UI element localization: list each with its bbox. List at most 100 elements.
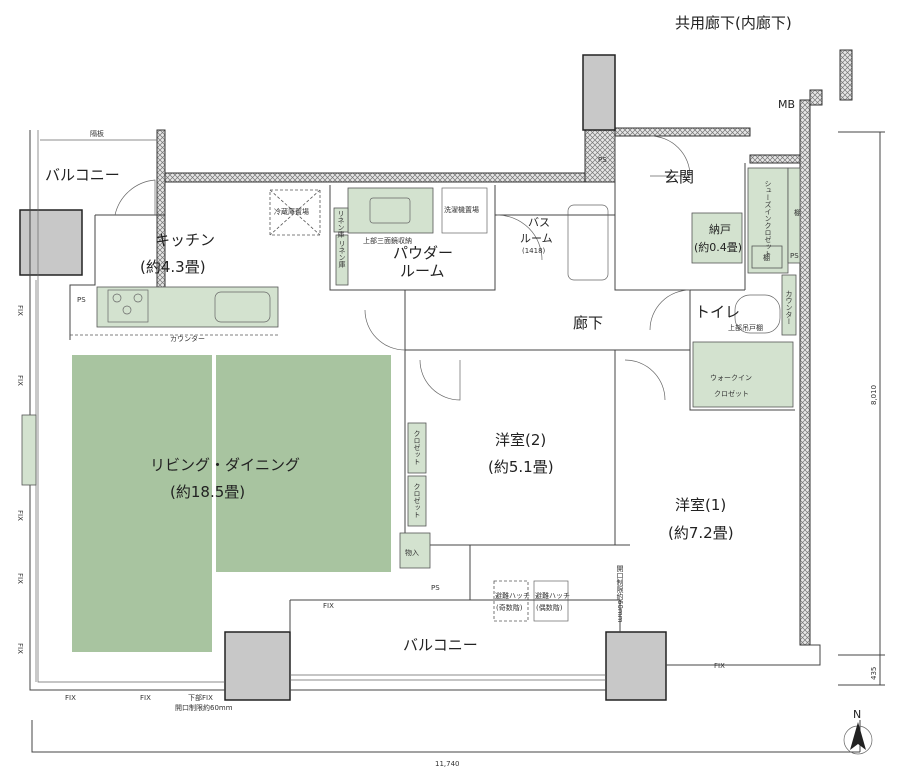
kitchen-counter <box>96 286 279 328</box>
bathtub-icon <box>567 204 609 281</box>
upper-cabinet-label: 上部吊戸棚 <box>728 323 763 332</box>
washer-label: 洗濯機置場 <box>444 205 479 214</box>
western2-size: (約5.1畳) <box>488 458 554 476</box>
column-bottom-right <box>605 631 667 701</box>
toilet-label: トイレ <box>695 303 740 321</box>
door-entrance <box>649 135 691 177</box>
outline-left-bottom <box>29 130 606 691</box>
partition-label: 隔板 <box>90 129 104 138</box>
linen-label-2: リネン庫 <box>338 240 346 269</box>
stove-icon <box>107 289 149 323</box>
hatch-odd-sub: (奇数階) <box>496 603 523 612</box>
fridge-label: 冷蔵庫置場 <box>274 207 309 216</box>
hatch-even <box>533 580 569 622</box>
storage-size: (約0.4畳) <box>694 240 742 254</box>
fix-lower-label: 下部FIX <box>188 693 213 702</box>
western2-label: 洋室(2) <box>495 431 546 449</box>
hatch-odd <box>493 580 529 622</box>
closet-2 <box>407 475 427 527</box>
opening-limit-label: 開口制限約60mm <box>616 565 624 623</box>
burner-icon <box>112 293 122 303</box>
walkin-label: ウォークイン <box>710 374 752 382</box>
toilet-counter <box>781 274 797 336</box>
fix-label-left-1: FIX <box>16 305 24 316</box>
storage-closet <box>691 212 743 264</box>
living-label: リビング・ダイニング <box>150 456 300 474</box>
shoe-shelf-small <box>751 245 783 269</box>
bath-size: (1418) <box>522 247 546 255</box>
western1-size: (約7.2畳) <box>668 524 734 542</box>
walkin-closet <box>692 341 794 408</box>
fix-label-left-2: FIX <box>16 375 24 386</box>
fix-label-left-5: FIX <box>16 643 24 654</box>
ps-label: PS <box>77 296 86 304</box>
closet-label-2: クロゼット <box>413 483 421 518</box>
door-western1 <box>624 359 666 401</box>
fix-label-left-4: FIX <box>16 573 24 584</box>
wall-top-mid <box>584 127 616 183</box>
kitchen-wall <box>69 214 165 340</box>
powder-label: パウダー <box>393 244 453 262</box>
fix-label-balcony: FIX <box>323 602 334 610</box>
linen-closet-2 <box>335 234 349 286</box>
storage-room <box>399 532 431 569</box>
hatch-odd-label: 避難ハッチ <box>495 591 530 600</box>
door-balcony <box>114 179 156 216</box>
dimension-width-label: 11,740 <box>435 760 460 768</box>
powder-label-2: ルーム <box>400 262 445 280</box>
bath-label: バス <box>528 216 550 229</box>
wall-top <box>164 172 586 183</box>
wall-mb-right <box>809 89 823 106</box>
balcony-small-label: バルコニー <box>45 166 120 184</box>
living-size: (約18.5畳) <box>170 483 245 501</box>
basin-icon <box>369 197 411 224</box>
column-left <box>19 209 83 276</box>
fix-label-right: FIX <box>714 662 725 670</box>
fix-label-bottom-1: FIX <box>65 694 76 702</box>
ps-label-entrance: PS <box>598 156 607 164</box>
dimension-balcony-label: 435 <box>870 667 878 680</box>
wall-right <box>799 99 811 646</box>
north-arrow-icon <box>850 722 866 750</box>
burner-icon <box>122 305 132 315</box>
burner-icon <box>133 293 143 303</box>
ps-label-shoe: PS <box>790 252 799 260</box>
column-top <box>582 54 616 131</box>
western1-label: 洋室(1) <box>675 496 726 514</box>
mb-label: MB <box>778 98 795 111</box>
hallway-label: 廊下 <box>573 314 603 332</box>
door-western2 <box>419 359 461 401</box>
vanity <box>347 187 434 234</box>
linen-closet-1 <box>333 207 349 233</box>
dimension-depth <box>838 131 885 686</box>
mirror-storage-label: 上部三面鏡収納 <box>363 236 412 245</box>
column-bottom-left <box>224 631 291 701</box>
outline-right-bottom <box>666 644 821 666</box>
balcony-label: バルコニー <box>403 636 478 654</box>
storage-room-label: 物入 <box>405 548 419 557</box>
dimension-depth-label: 8,010 <box>870 385 878 405</box>
closet-1 <box>407 422 427 474</box>
fridge-cross <box>269 189 321 236</box>
entrance-wall <box>614 136 746 291</box>
door-toilet <box>649 289 691 331</box>
ps-label-balcony: PS <box>431 584 440 592</box>
fix-lower-sub: 開口制限約60mm <box>175 703 233 712</box>
dimension-width <box>31 720 861 753</box>
shelf-label: 棚 <box>794 208 801 217</box>
storage-label: 納戸 <box>709 223 731 236</box>
window-panel-left <box>21 414 37 486</box>
bath-label-2: ルーム <box>520 232 553 245</box>
shoe-shelf <box>787 167 801 264</box>
living-floor-right <box>216 355 391 572</box>
washer-space <box>441 187 488 234</box>
fix-label-bottom-2: FIX <box>140 694 151 702</box>
wall-entrance <box>614 127 751 137</box>
linen-label-1: リネン庫 <box>337 210 345 239</box>
fridge-space <box>269 189 321 236</box>
north-label: N <box>853 708 861 721</box>
hatch-even-label: 避難ハッチ <box>535 591 570 600</box>
balcony-inner-wall <box>289 545 621 632</box>
